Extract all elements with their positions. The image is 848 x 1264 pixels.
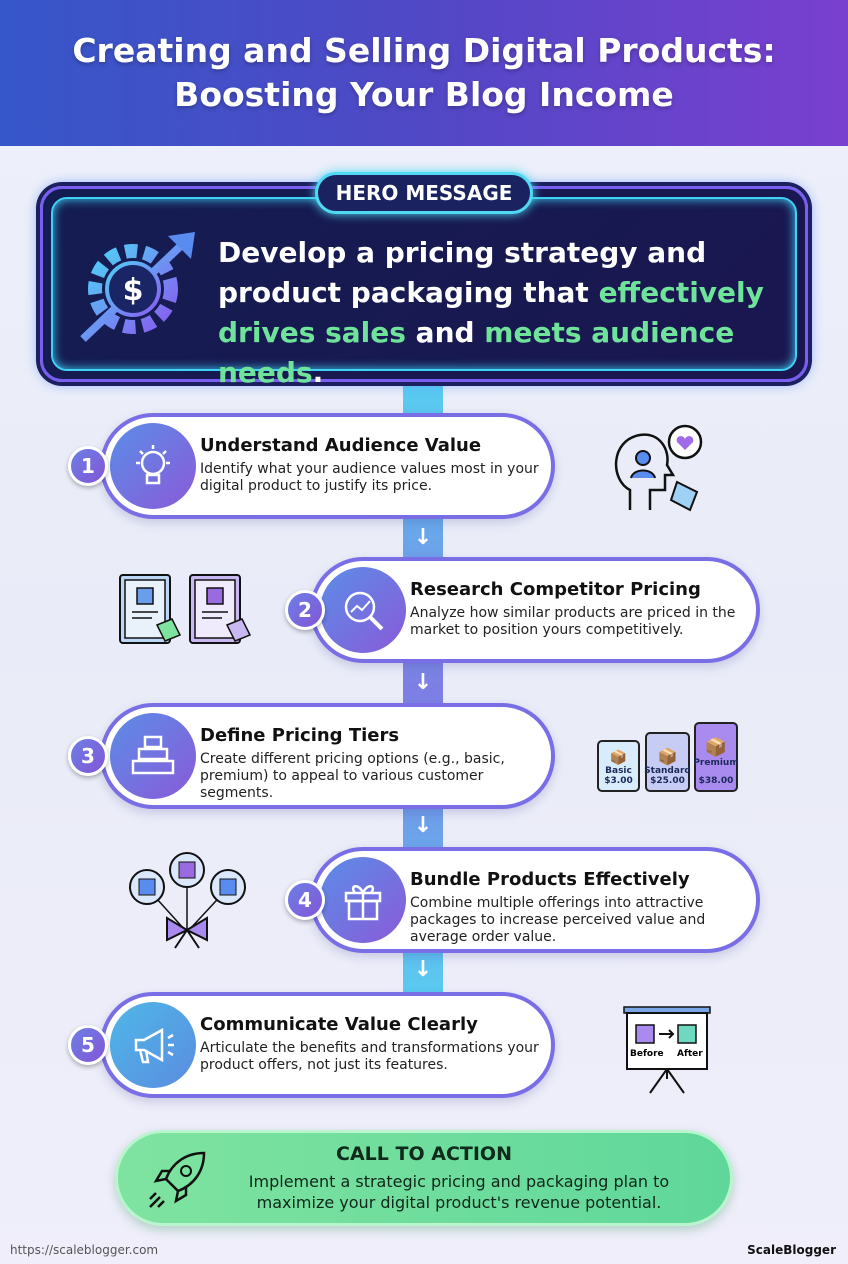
step-3-card: Define Pricing Tiers Create different pr…: [100, 703, 555, 809]
megaphone-icon: [110, 1002, 196, 1088]
box-icon: 📦: [704, 737, 728, 758]
lightbulb-icon: [110, 423, 196, 509]
footer-brand: ScaleBlogger: [747, 1243, 836, 1257]
cta-title: CALL TO ACTION: [336, 1143, 512, 1165]
hero-badge: HERO MESSAGE: [315, 172, 533, 214]
cta-text: Implement a strategic pricing and packag…: [248, 1172, 670, 1212]
title-line-2: Boosting Your Blog Income: [174, 75, 674, 114]
tier-standard: 📦Standard$25.00: [644, 732, 691, 792]
after-label: After: [677, 1049, 703, 1059]
step-4-card: Bundle Products Effectively Combine mult…: [310, 847, 760, 953]
tier-basic: 📦Basic$3.00: [597, 740, 640, 792]
step-1-card: Understand Audience Value Identify what …: [100, 413, 555, 519]
before-label: Before: [630, 1049, 664, 1059]
bundle-bow-icon: [129, 852, 246, 949]
hero-message: $ Develop a pricing strategy and product…: [40, 186, 808, 389]
audience-heart-tag-icon: [614, 424, 703, 512]
title-line-1: Creating and Selling Digital Products:: [72, 31, 776, 70]
gear-dollar-growth-icon: $: [80, 232, 195, 342]
box-icon: 📦: [657, 747, 678, 766]
step-desc: Create different pricing options (e.g., …: [200, 751, 505, 801]
footer-url[interactable]: https://scaleblogger.com: [10, 1243, 159, 1257]
step-desc: Articulate the benefits and transformati…: [200, 1040, 539, 1073]
rocket-icon: [149, 1151, 206, 1208]
arrow-down-icon: ↓: [413, 957, 433, 982]
step-title: Research Competitor Pricing: [410, 579, 701, 600]
step-number-2: 2: [285, 590, 325, 630]
arrow-down-icon: ↓: [413, 813, 433, 838]
step-number-4: 4: [285, 880, 325, 920]
arrow-down-icon: ↓: [413, 525, 433, 550]
step-desc: Identify what your audience values most …: [200, 461, 539, 494]
step-title: Understand Audience Value: [200, 435, 482, 456]
magnifier-chart-icon: [320, 567, 406, 653]
step-number-3: 3: [68, 736, 108, 776]
step-5-card: Communicate Value Clearly Articulate the…: [100, 992, 555, 1098]
page-title: Creating and Selling Digital Products: Bo…: [72, 29, 775, 117]
step-2-card: Research Competitor Pricing Analyze how …: [310, 557, 760, 663]
box-icon: 📦: [609, 750, 628, 766]
presentation-board-icon: [623, 1006, 711, 1094]
tier-premium: 📦Premium$38.00: [693, 722, 739, 792]
call-to-action: CALL TO ACTION Implement a strategic pri…: [115, 1130, 733, 1226]
step-title: Define Pricing Tiers: [200, 725, 400, 746]
step-desc: Combine multiple offerings into attracti…: [410, 895, 706, 945]
step-desc: Analyze how similar products are priced …: [410, 605, 736, 638]
step-number-5: 5: [68, 1025, 108, 1065]
before-after-board: Before After: [622, 1005, 712, 1095]
header: Creating and Selling Digital Products: Bo…: [0, 0, 848, 146]
product-boxes-price-tags-icon: [119, 574, 252, 644]
step-title: Bundle Products Effectively: [410, 869, 690, 890]
hero-text: Develop a pricing strategy and product p…: [218, 236, 764, 389]
arrow-down-icon: ↓: [413, 670, 433, 695]
step-title: Communicate Value Clearly: [200, 1014, 478, 1035]
step-number-1: 1: [68, 446, 108, 486]
tiered-stack-icon: [110, 713, 196, 799]
gift-icon: [320, 857, 406, 943]
svg-text:$: $: [123, 273, 144, 308]
